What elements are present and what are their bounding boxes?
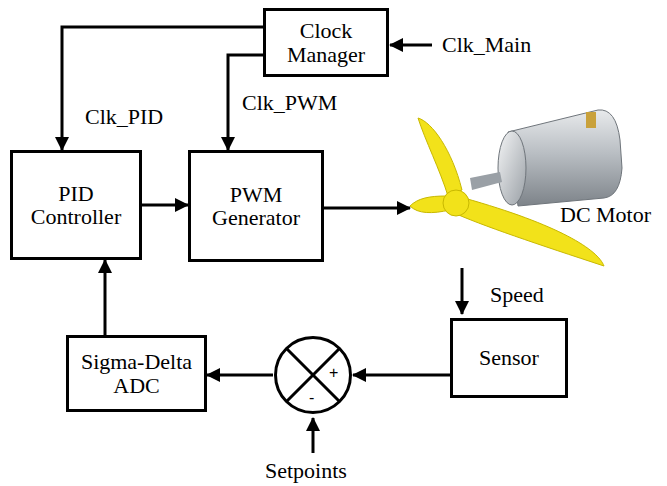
propeller [410,118,604,266]
sensor-box: Sensor [450,318,568,398]
sign-symbol: + [329,365,338,381]
clock-input-arrow [390,44,432,47]
pwm-box: PWM Generator [188,150,324,262]
signal-arrow [207,374,273,377]
signal-name: Clk_Main [442,34,531,56]
signal-name: Clk_PWM [242,92,337,114]
signal-arrow [62,27,263,150]
signal-name: Clk_PID [85,106,163,128]
drive-arrow [322,207,410,210]
speed-arrow [461,268,464,314]
dc-motor [470,110,622,206]
signal-arrow [353,374,450,377]
signal-arrow [142,204,188,207]
box-label: Sigma-Delta ADC [77,350,196,396]
sign-symbol: - [309,390,314,406]
adc-box: Sigma-Delta ADC [66,335,207,412]
box-label: Clock Manager [274,19,378,65]
part-name: DC Motor [560,204,651,226]
box-label: PWM Generator [199,183,313,229]
setpoint-arrow [312,418,315,453]
signal-arrow [104,260,107,335]
signal-name: Setpoints [265,460,347,482]
clock-manager-box: Clock Manager [263,8,389,77]
box-label: Sensor [479,346,539,369]
controller-box: PID Controller [10,150,142,260]
box-label: PID Controller [21,182,131,228]
summing-junction: +- [273,335,353,415]
signal-name: Speed [490,284,544,306]
